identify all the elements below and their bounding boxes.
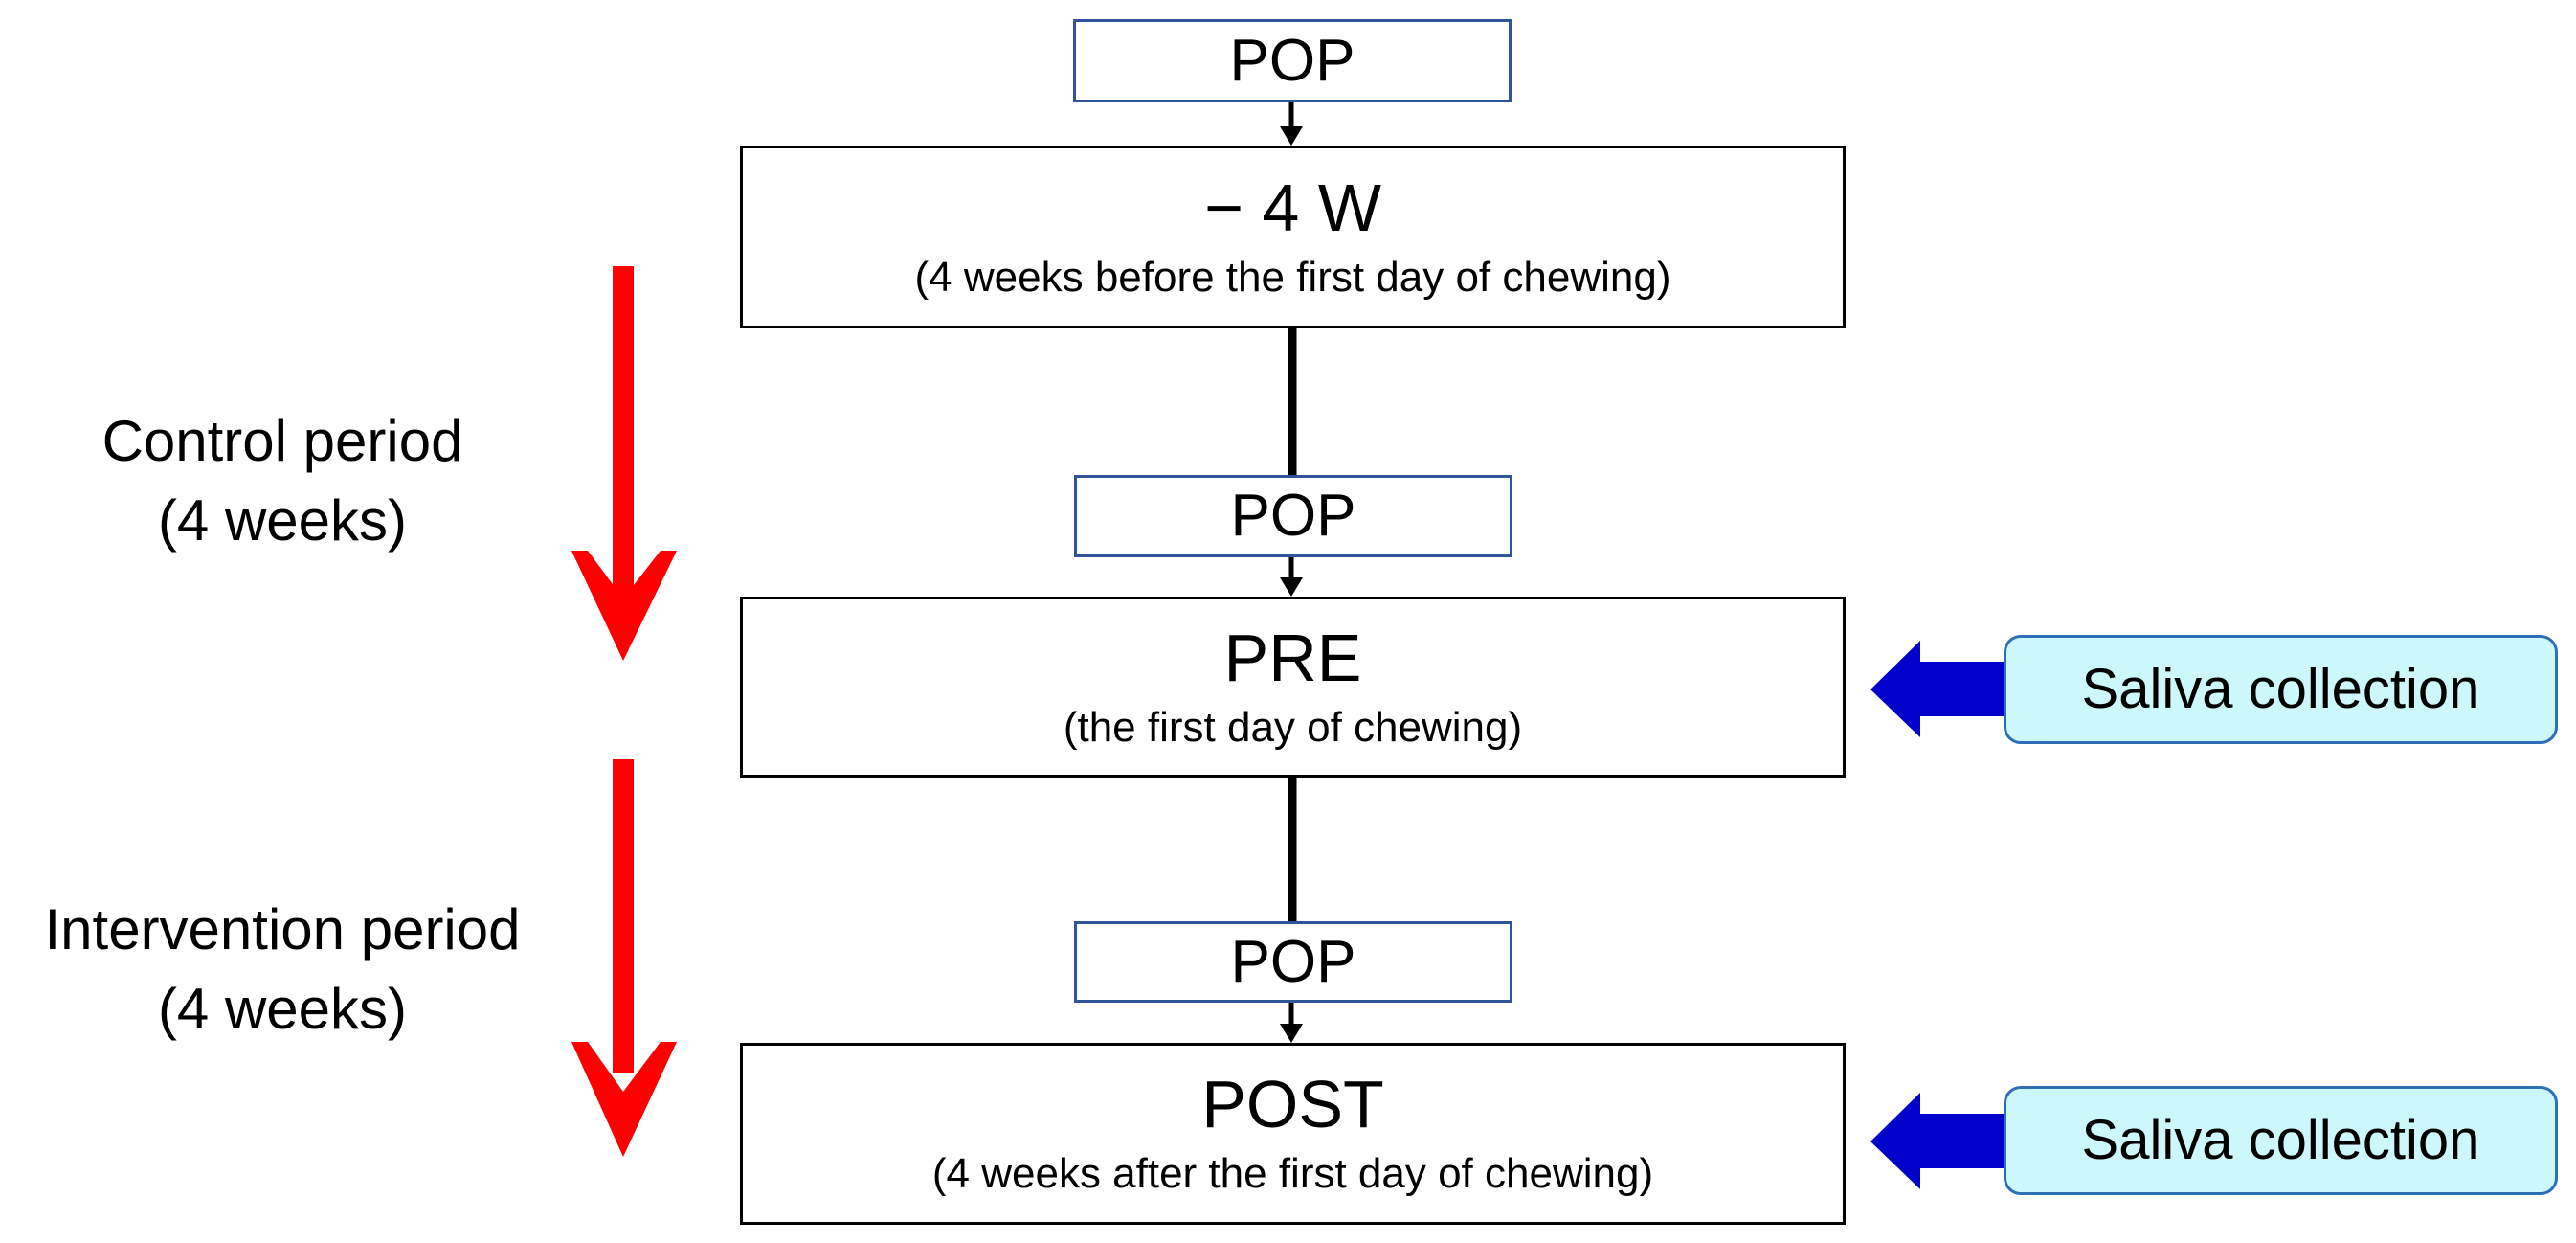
pop-box-2: POP — [1074, 475, 1512, 557]
control-period-arrow — [571, 266, 677, 661]
stage-subtitle: (4 weeks before the first day of chewing… — [914, 253, 1671, 301]
stage-title: − 4 W — [1204, 170, 1381, 245]
saliva-arrow-post-shape — [1870, 1093, 2004, 1189]
pop-box-3: POP — [1074, 921, 1512, 1003]
stage-subtitle: (the first day of chewing) — [1063, 703, 1523, 751]
saliva-collection-box-post: Saliva collection — [2004, 1086, 2558, 1195]
stage-box-post: POST (4 weeks after the first day of che… — [740, 1043, 1846, 1225]
pop-label: POP — [1230, 483, 1356, 549]
saliva-collection-label: Saliva collection — [2081, 658, 2480, 720]
saliva-arrow-pre-shape — [1870, 641, 2004, 737]
pop-label: POP — [1230, 928, 1356, 995]
stage-title: POST — [1201, 1067, 1384, 1142]
control-period-label: Control period (4 weeks) — [0, 402, 589, 561]
saliva-collection-box-pre: Saliva collection — [2004, 635, 2558, 744]
stage-box-minus4w: − 4 W (4 weeks before the first day of c… — [740, 146, 1846, 328]
period-duration: (4 weeks) — [157, 487, 408, 553]
period-name: Control period — [101, 409, 463, 473]
period-name: Intervention period — [44, 897, 521, 961]
arrowhead-pop3-to-post — [1280, 1024, 1303, 1043]
intervention-period-label: Intervention period (4 weeks) — [0, 891, 589, 1050]
stage-title: PRE — [1223, 620, 1362, 695]
period-duration: (4 weeks) — [157, 976, 408, 1041]
arrowhead-pop2-to-pre — [1280, 577, 1303, 597]
arrowhead-pop1-to-minus4w — [1280, 126, 1303, 146]
stage-box-pre: PRE (the first day of chewing) — [740, 597, 1846, 778]
pop-box-1: POP — [1073, 19, 1512, 102]
stage-subtitle: (4 weeks after the first day of chewing) — [931, 1150, 1654, 1198]
pop-label: POP — [1229, 27, 1355, 94]
saliva-collection-label: Saliva collection — [2081, 1109, 2480, 1171]
intervention-period-arrow — [571, 759, 677, 1157]
